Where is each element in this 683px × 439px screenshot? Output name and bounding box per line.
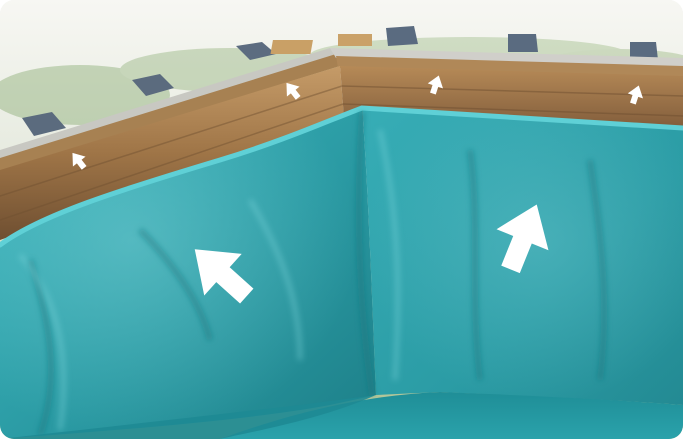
pool-illustration <box>0 0 683 439</box>
illustration-frame <box>0 0 683 439</box>
